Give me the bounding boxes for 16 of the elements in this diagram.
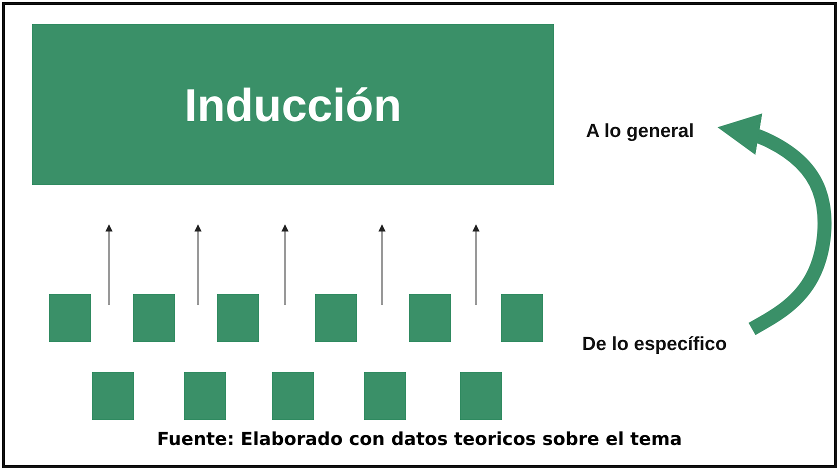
square-box <box>501 294 543 342</box>
square-box <box>217 294 259 342</box>
square-box <box>184 372 226 420</box>
title-box: Inducción <box>32 24 554 185</box>
label-text: A lo general <box>586 121 694 143</box>
caption: Fuente: Elaborado con datos teoricos sobre el tema <box>156 429 683 450</box>
square-box <box>92 372 134 420</box>
square-box <box>409 294 451 342</box>
square-box <box>364 372 406 420</box>
curved-arrow <box>717 113 832 336</box>
square-box <box>315 294 357 342</box>
square-box <box>272 372 314 420</box>
square-box <box>460 372 502 420</box>
square-box <box>133 294 175 342</box>
square-box <box>49 294 91 342</box>
label-text: De lo específico <box>582 334 727 356</box>
